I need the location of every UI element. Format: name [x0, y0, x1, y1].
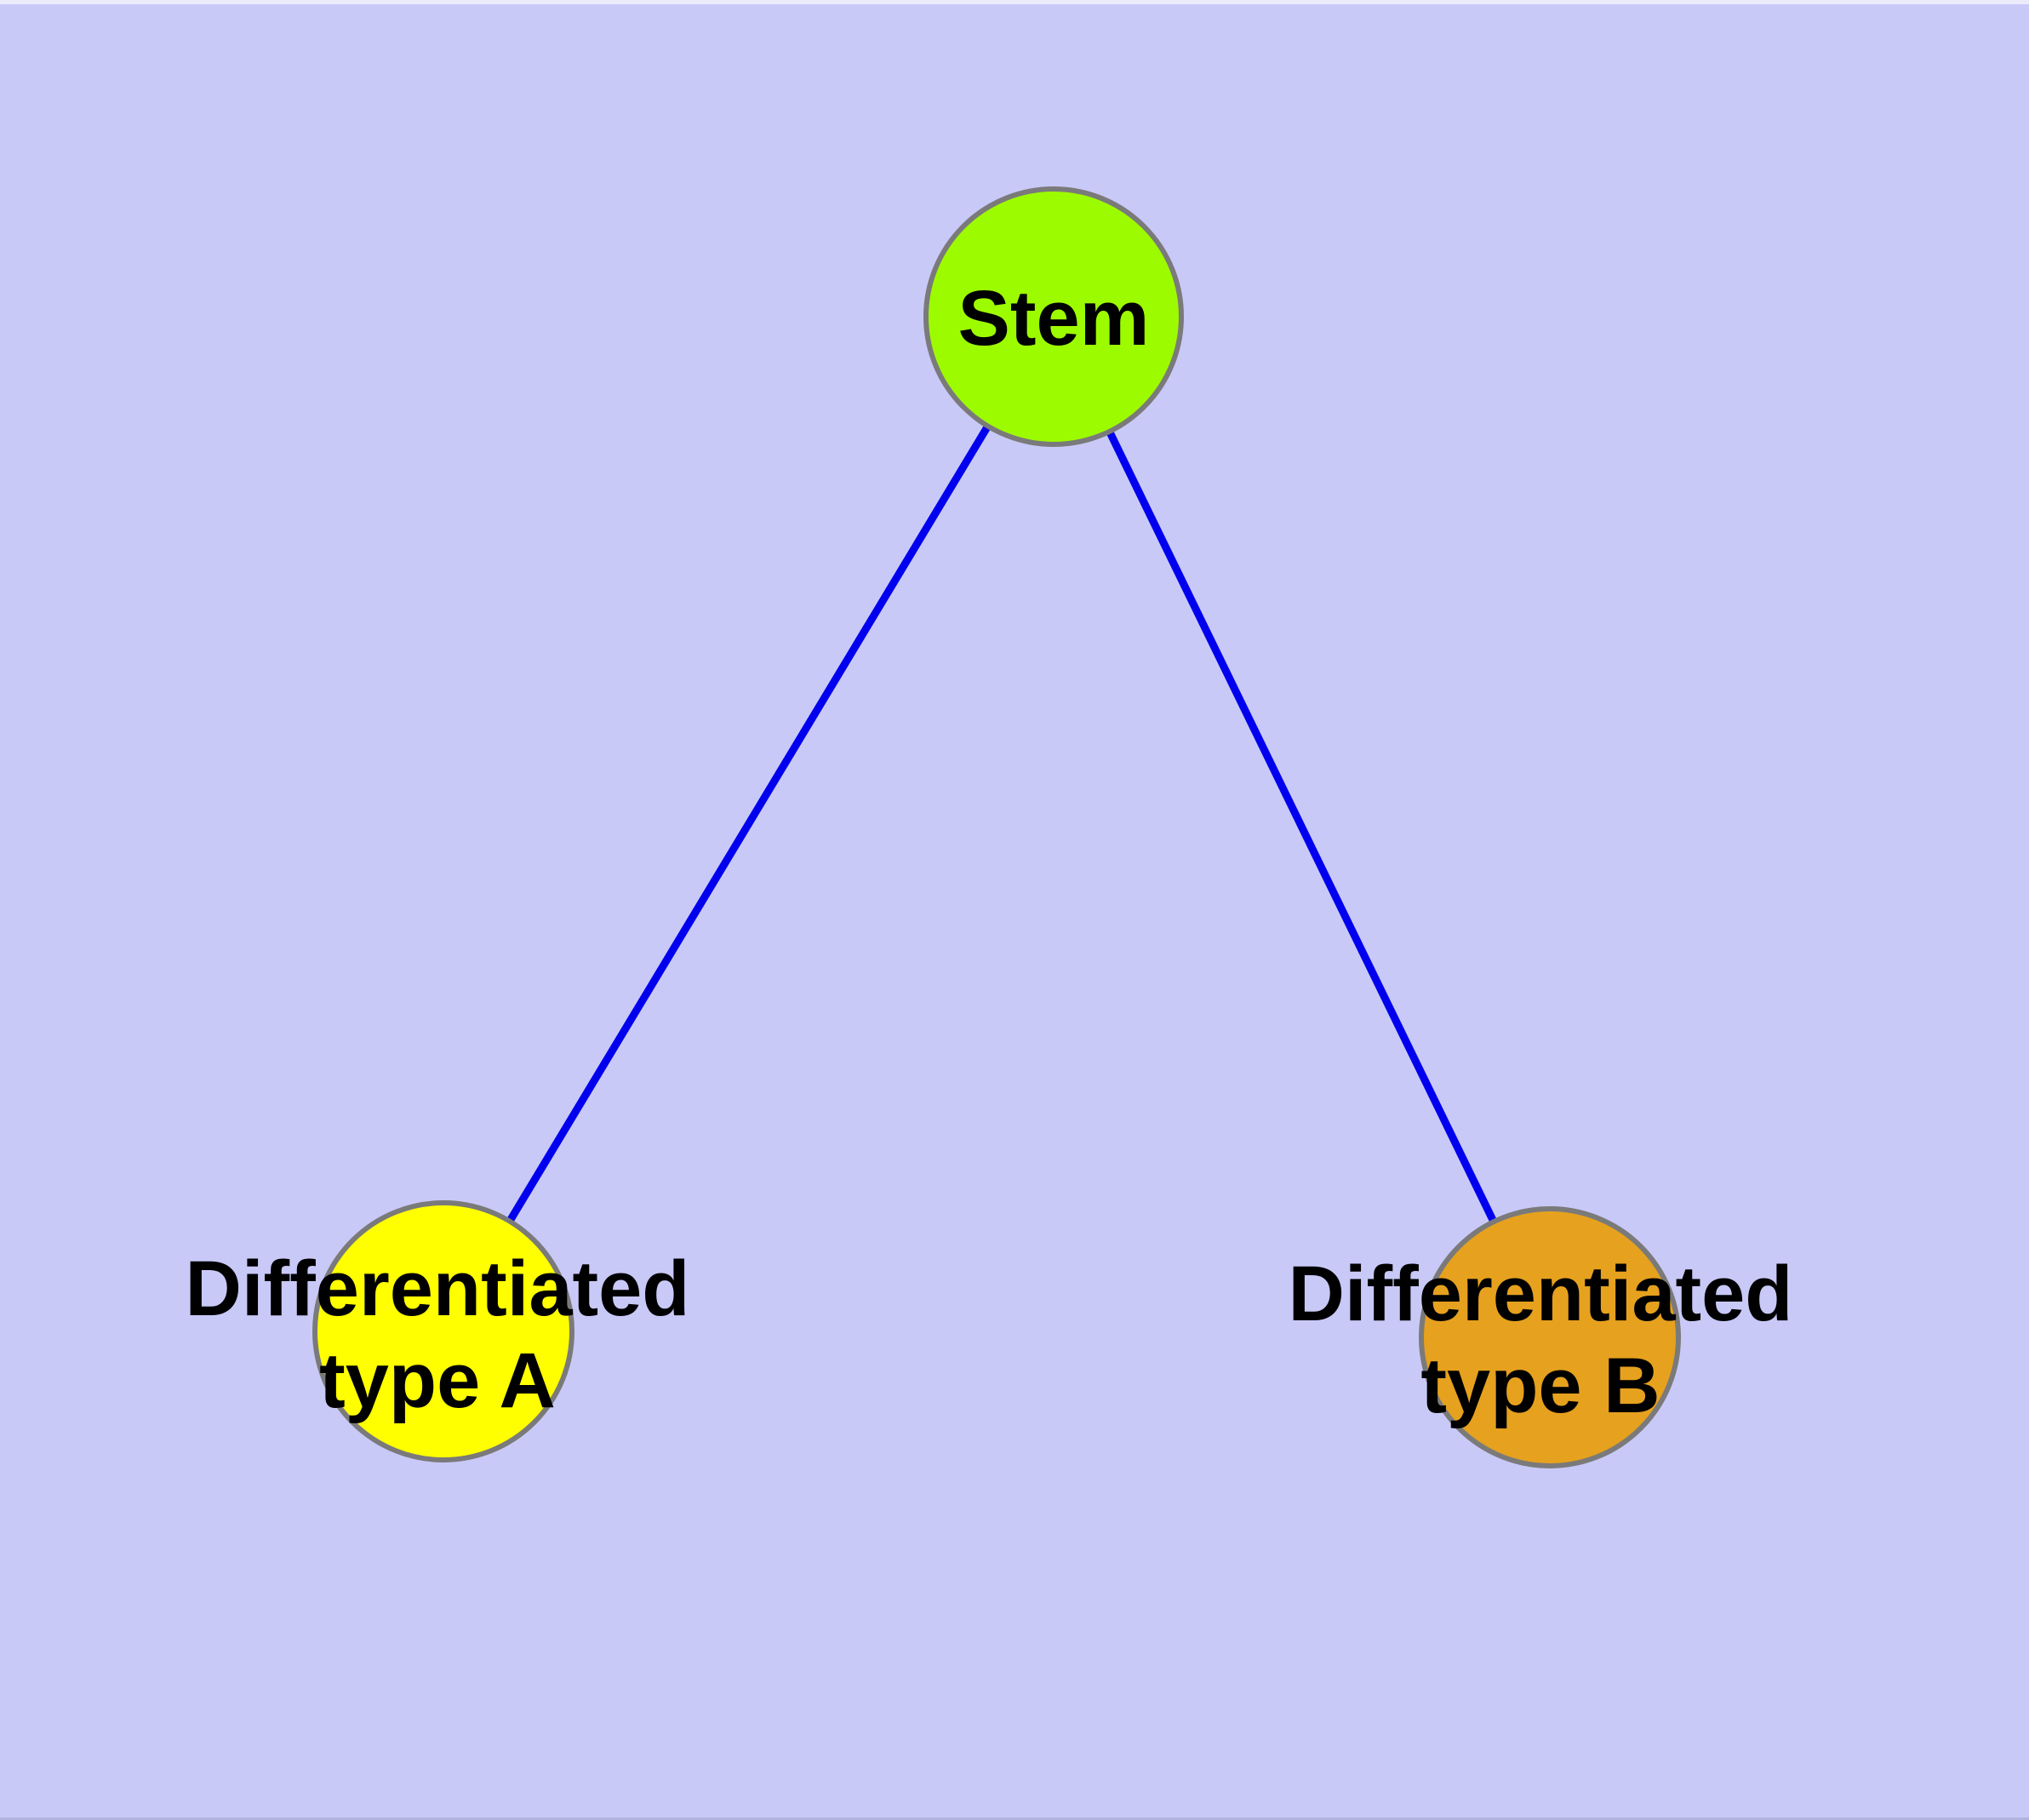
node-type-a-circle [312, 1200, 574, 1462]
node-stem-circle [923, 186, 1184, 447]
plot-bottom-edge [0, 1817, 2029, 1820]
plot-top-margin [0, 0, 2029, 4]
edge-stem-to-type-b [1049, 315, 1554, 1339]
edge-stem-to-type-a [440, 314, 1057, 1334]
node-type-b-circle [1419, 1206, 1681, 1468]
